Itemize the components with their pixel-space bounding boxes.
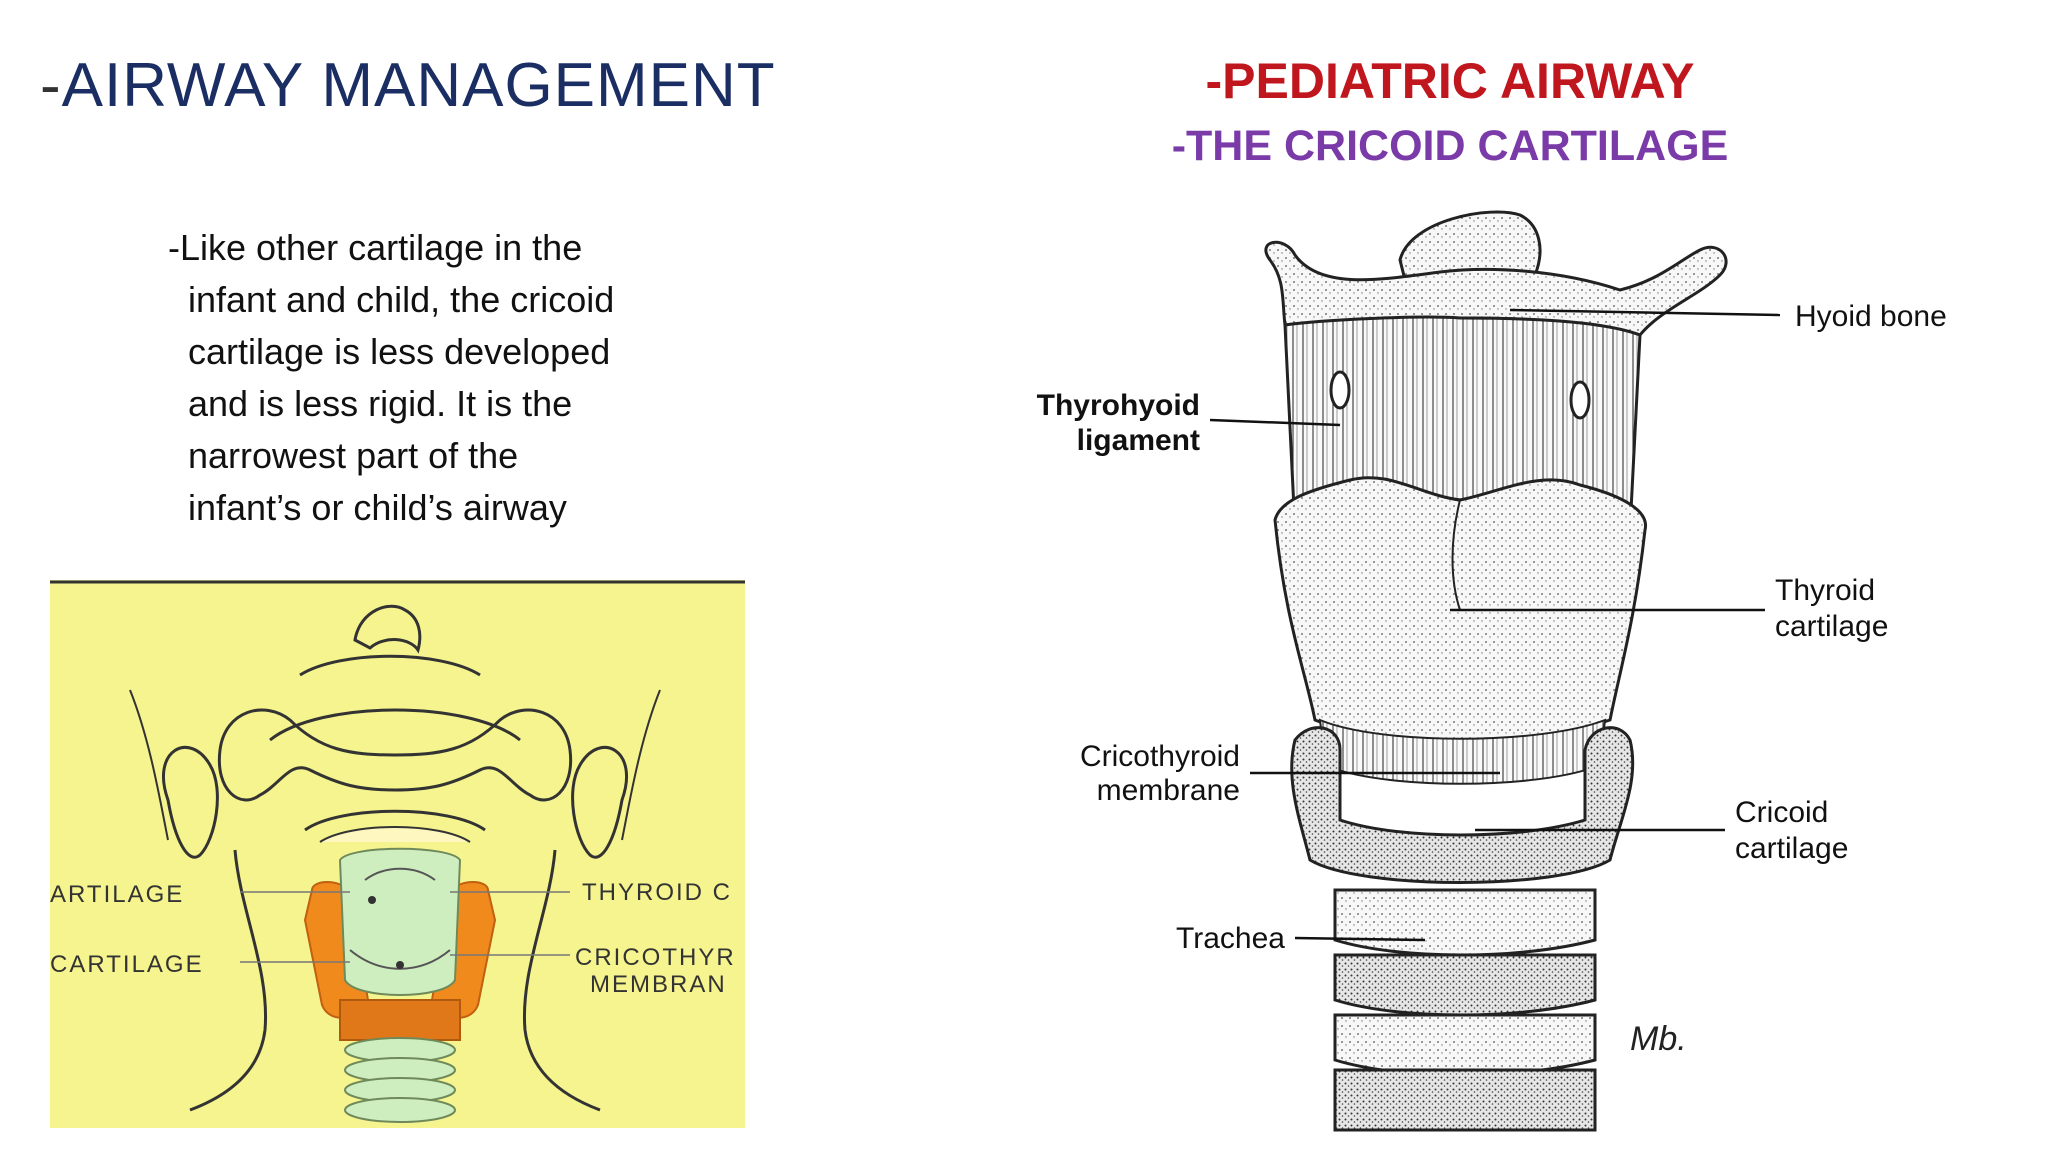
label-thyrohyoid-line2: ligament [1077, 424, 1200, 457]
body-line: cartilage is less developed [188, 331, 611, 372]
cricoid-cartilage-subheading: -THE CRICOID CARTILAGE [1171, 122, 1729, 170]
label-cricoid-line1: Cricoid [1735, 796, 1828, 829]
title-text: AIRWAY MANAGEMENT [61, 51, 776, 120]
illustrator-signature: Mb. [1630, 1020, 1687, 1058]
label-thyroid: THYROID C [582, 879, 732, 906]
neck-airway-svg: ARTILAGE CARTILAGE THYROID C CRICOTHYR M… [50, 580, 745, 1128]
body-line: infant and child, the cricoid [188, 279, 615, 320]
title-dash: - [40, 51, 62, 120]
pediatric-airway-heading: -PEDIATRIC AIRWAY [1205, 53, 1695, 109]
label-trachea: Trachea [1176, 922, 1285, 955]
label-cartilage-lower: CARTILAGE [50, 951, 204, 978]
label-hyoid-bone: Hyoid bone [1795, 300, 1947, 333]
larynx-svg: Hyoid bone Thyrohyoid ligament Thyroid c… [1037, 210, 1947, 1132]
label-thyroid-line2: cartilage [1775, 610, 1888, 643]
body-text: -Like other cartilage in the infant and … [168, 222, 728, 534]
neck-airway-illustration: ARTILAGE CARTILAGE THYROID C CRICOTHYR M… [50, 580, 745, 1128]
label-thyrohyoid-line1: Thyrohyoid [1037, 389, 1200, 422]
label-cartilage-upper: ARTILAGE [50, 881, 184, 908]
label-cricothyroid-line1: Cricothyroid [1080, 740, 1240, 773]
body-line: and is less rigid. It is the [188, 383, 573, 424]
body-line: narrowest part of the [188, 435, 519, 476]
larynx-anatomy-diagram: Hyoid bone Thyrohyoid ligament Thyroid c… [1020, 200, 2020, 1135]
body-line: infant’s or child’s airway [188, 487, 567, 528]
label-cricoid-line2: cartilage [1735, 832, 1848, 865]
label-cricothyroid-line2: membrane [1097, 774, 1240, 807]
label-cricothyroid-line2: MEMBRAN [590, 971, 727, 998]
label-cricothyroid-line1: CRICOTHYR [575, 944, 736, 971]
slide-title: -AIRWAY MANAGEMENT [40, 50, 776, 121]
body-line: -Like other cartilage in the [168, 227, 583, 268]
label-thyroid-line1: Thyroid [1775, 574, 1875, 607]
